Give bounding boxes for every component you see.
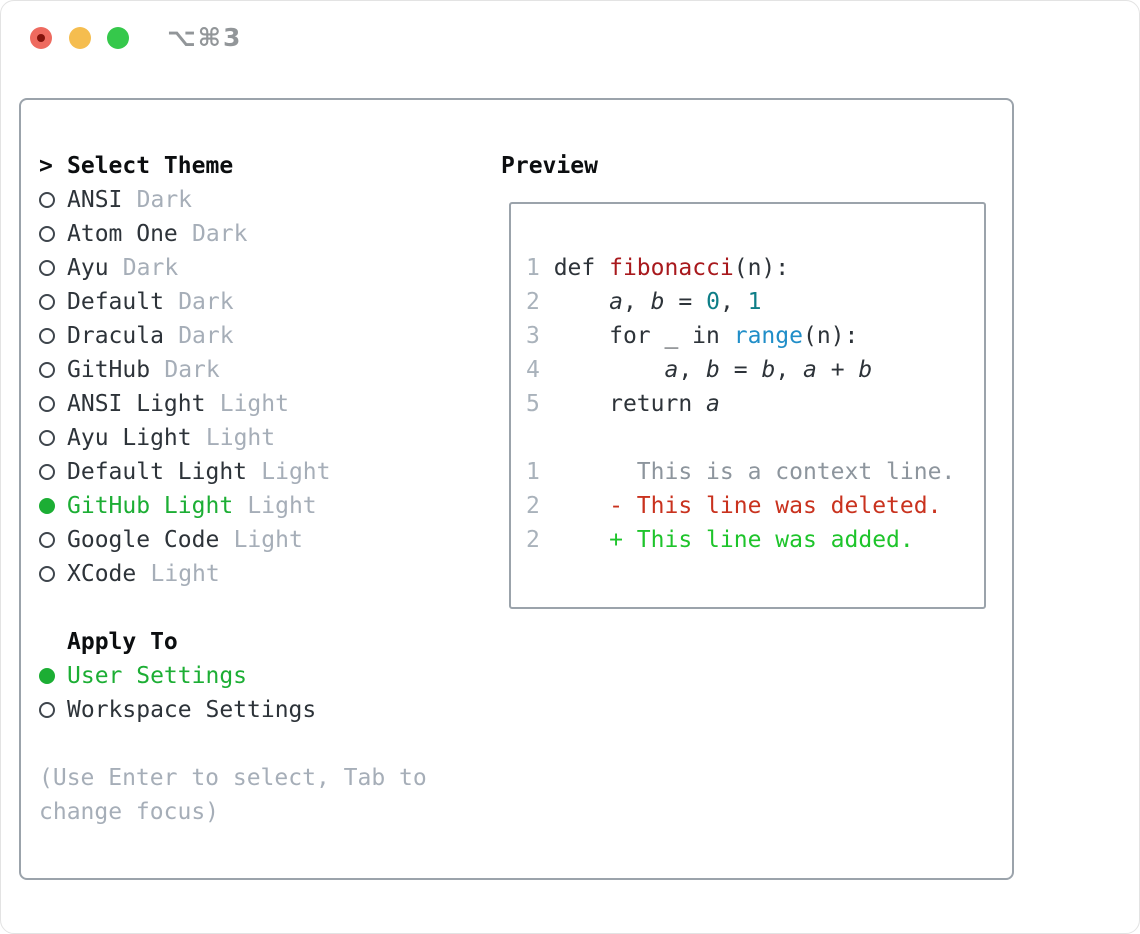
spacer	[39, 727, 427, 761]
titlebar: ⌥⌘3	[1, 1, 1139, 75]
apply-to-header: Apply To	[39, 625, 427, 659]
theme-variant: Light	[150, 561, 220, 587]
theme-option[interactable]: Ayu Dark	[39, 251, 427, 285]
apply-to-list: User Settings Workspace Settings	[39, 659, 427, 727]
theme-name: GitHub Light	[67, 493, 234, 519]
theme-variant: Dark	[136, 187, 193, 213]
select-theme-header: > Select Theme	[39, 149, 427, 183]
theme-name: Ayu	[67, 255, 109, 281]
select-theme-label: Select Theme	[67, 153, 234, 179]
theme-option[interactable]: Google Code Light	[39, 523, 427, 557]
unsaved-indicator-dot	[37, 34, 45, 42]
code-line: 2 a, b = 0, 1	[526, 289, 762, 315]
radio-icon	[39, 498, 67, 514]
close-button[interactable]	[30, 27, 52, 49]
theme-variant: Dark	[164, 357, 220, 383]
diff-deleted-line: 2 - This line was deleted.	[526, 493, 942, 519]
radio-icon	[39, 192, 67, 208]
theme-option[interactable]: XCode Light	[39, 557, 427, 591]
theme-option[interactable]: ANSI Dark	[39, 183, 427, 217]
radio-icon	[39, 294, 67, 310]
radio-icon	[39, 260, 67, 276]
preview-header: Preview	[501, 153, 598, 179]
theme-option[interactable]: Ayu Light Light	[39, 421, 427, 455]
theme-option[interactable]: Dracula Dark	[39, 319, 427, 353]
code-line: 1 def fibonacci(n):	[526, 255, 790, 281]
radio-icon	[39, 226, 67, 242]
theme-option[interactable]: Atom One Dark	[39, 217, 427, 251]
radio-icon	[39, 532, 67, 548]
theme-list: ANSI Dark Atom One Dark Ayu Dark	[39, 183, 427, 591]
apply-to-label: Apply To	[67, 629, 178, 655]
theme-selector-panel: > Select Theme ANSI Dark Atom One Dark	[39, 149, 427, 829]
apply-option-label: User Settings	[67, 663, 248, 689]
code-line: 4 a, b = b, a + b	[526, 357, 873, 383]
theme-variant: Dark	[122, 255, 179, 281]
theme-variant: Light	[219, 391, 289, 417]
theme-option[interactable]: Default Dark	[39, 285, 427, 319]
diff-added-line: 2 + This line was added.	[526, 527, 914, 553]
radio-icon	[39, 396, 67, 412]
theme-variant: Light	[205, 425, 276, 451]
apply-option-label: Workspace Settings	[67, 697, 317, 723]
window-title: ⌥⌘3	[167, 23, 243, 52]
theme-variant: Light	[247, 493, 317, 519]
theme-name: ANSI Light	[67, 391, 206, 417]
theme-option[interactable]: GitHub Dark	[39, 353, 427, 387]
radio-icon	[39, 362, 67, 378]
code-preview-pane: 1 def fibonacci(n): 2 a, b = 0, 1 3 for …	[509, 202, 986, 609]
keyboard-hint-line-1: (Use Enter to select, Tab to	[39, 765, 427, 791]
apply-option[interactable]: User Settings	[39, 659, 427, 693]
zoom-button[interactable]	[107, 27, 129, 49]
radio-icon	[39, 668, 67, 684]
code-line: 5 return a	[526, 391, 720, 417]
theme-name: Atom One	[67, 221, 178, 247]
theme-name: GitHub	[67, 357, 151, 383]
theme-variant: Light	[233, 527, 303, 553]
theme-name: Google Code	[67, 527, 220, 553]
minimize-button[interactable]	[69, 27, 91, 49]
cursor-icon: >	[39, 153, 53, 179]
radio-icon	[39, 328, 67, 344]
radio-icon	[39, 464, 67, 480]
theme-name: Default Light	[67, 459, 248, 485]
theme-name: Default	[67, 289, 164, 315]
theme-option[interactable]: GitHub Light Light	[39, 489, 427, 523]
code-line: 3 for _ in range(n):	[526, 323, 859, 349]
theme-variant: Dark	[178, 289, 234, 315]
theme-option[interactable]: Default Light Light	[39, 455, 427, 489]
theme-name: ANSI	[67, 187, 123, 213]
theme-name: XCode	[67, 561, 137, 587]
radio-icon	[39, 430, 67, 446]
theme-variant: Dark	[178, 323, 234, 349]
theme-variant: Dark	[192, 221, 248, 247]
blank-code-line	[526, 421, 984, 455]
apply-option[interactable]: Workspace Settings	[39, 693, 427, 727]
theme-name: Ayu Light	[67, 425, 192, 451]
spacer	[39, 591, 427, 625]
diff-context-line: 1 This is a context line.	[526, 459, 956, 485]
radio-icon	[39, 702, 67, 718]
theme-variant: Light	[261, 459, 331, 485]
keyboard-hint-line-2: change focus)	[39, 799, 220, 825]
theme-name: Dracula	[67, 323, 164, 349]
theme-option[interactable]: ANSI Light Light	[39, 387, 427, 421]
radio-icon	[39, 566, 67, 582]
